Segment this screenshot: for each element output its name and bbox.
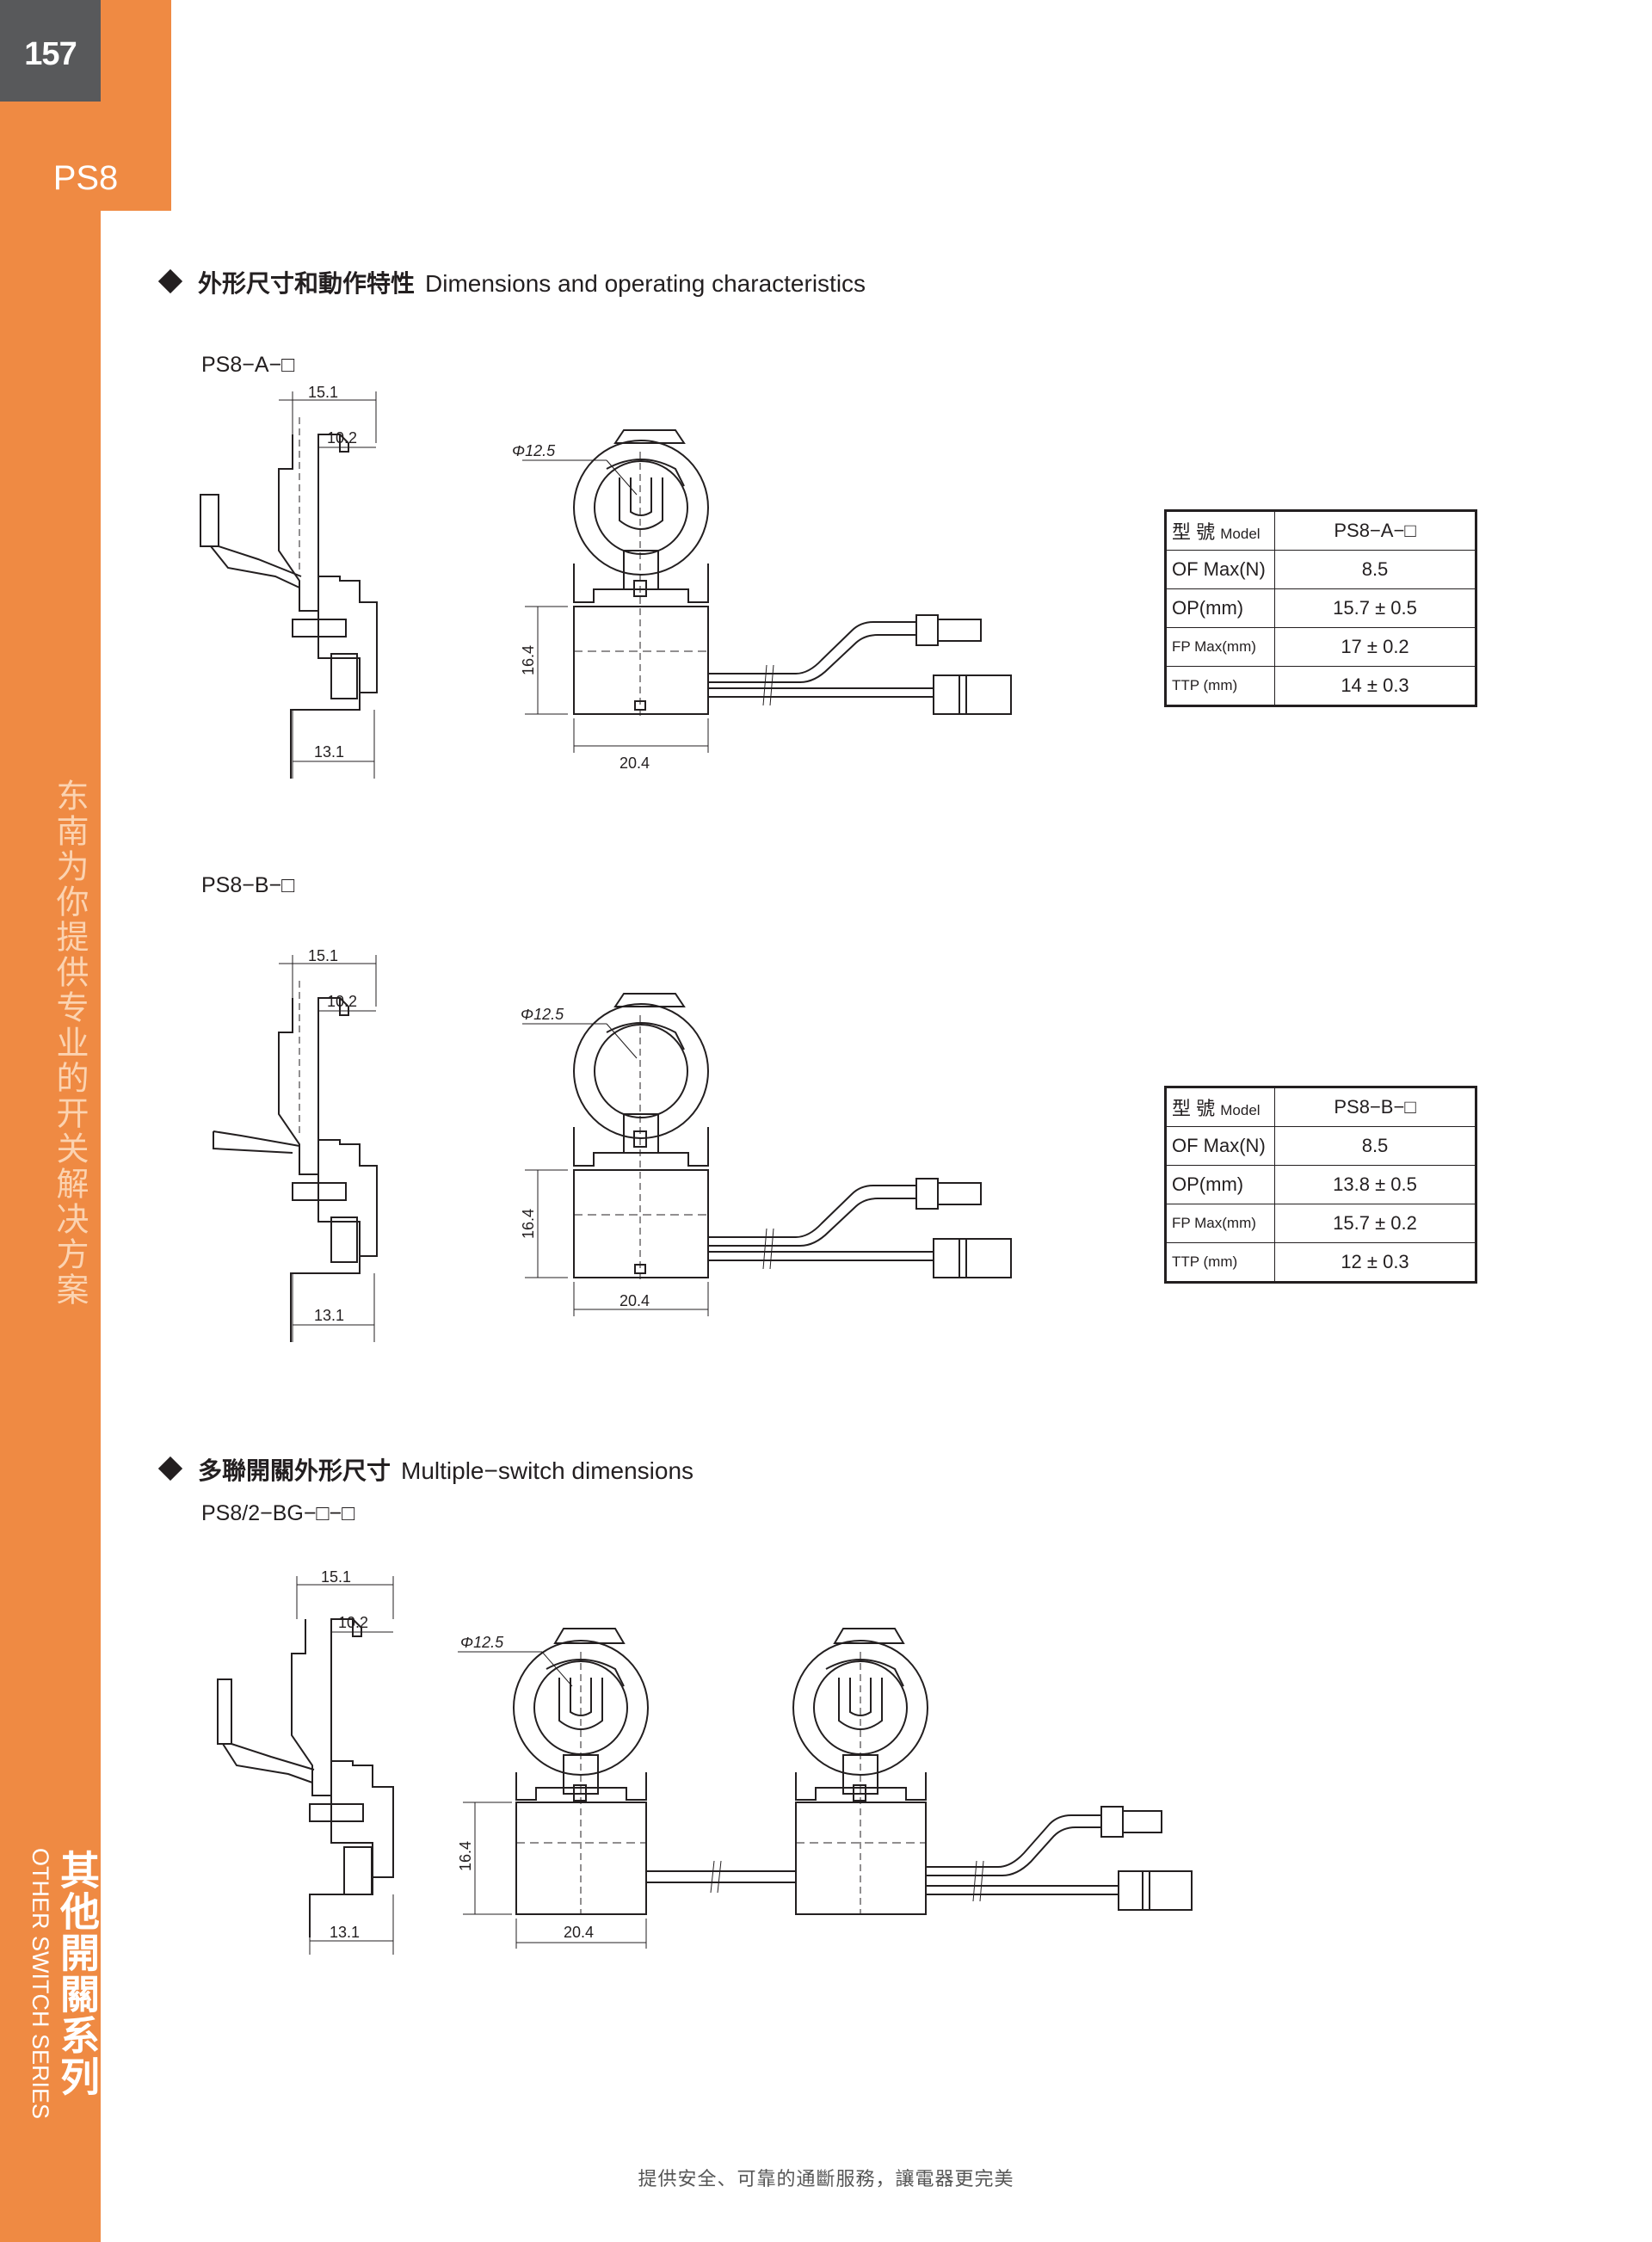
row-value: 15.7 ± 0.5 [1274, 588, 1476, 628]
row-value: 15.7 ± 0.2 [1274, 1204, 1476, 1243]
row-key: OF Max(N) [1165, 550, 1275, 589]
row-value: 17 ± 0.2 [1274, 627, 1476, 667]
dim-body-width: 20.4 [564, 1924, 594, 1941]
front-view-drawing-multi: Φ12.5 16.4 20.4 [457, 1628, 1193, 1949]
model-label-multi: PS8/2−BG−□−□ [201, 1501, 355, 1525]
header-key-en: Model [1220, 1102, 1261, 1118]
spec-table-b: 型 號 Model PS8−B−□ OF Max(N)8.5 OP(mm)13.… [1164, 1086, 1477, 1284]
side-view-drawing-multi: 15.1 10.2 13.1 [217, 1568, 394, 1955]
row-value: 8.5 [1274, 1126, 1476, 1166]
front-view-drawing-b: Φ12.5 16.4 20.4 [520, 993, 1012, 1316]
dim-width-total: 15.1 [308, 947, 338, 964]
dim-height: 16.4 [457, 1841, 474, 1871]
category-title-en: OTHER SWITCH SERIES [28, 1848, 53, 2120]
table-header-row: 型 號 Model PS8−B−□ [1165, 1087, 1476, 1127]
section-title-en: Multiple−switch dimensions [401, 1457, 694, 1484]
dim-width-base: 13.1 [314, 1307, 344, 1324]
row-key: TTP (mm) [1165, 1242, 1275, 1283]
dim-height: 16.4 [520, 645, 537, 675]
dim-diameter: Φ12.5 [512, 442, 556, 459]
dim-body-width: 20.4 [620, 755, 650, 772]
footer-slogan: 提供安全、可靠的通斷服務，讓電器更完美 [638, 2168, 1014, 2190]
table-row: FP Max(mm)17 ± 0.2 [1165, 627, 1476, 667]
section-title-dimensions: 外形尺寸和動作特性 Dimensions and operating charac… [157, 265, 866, 299]
table-header-key: 型 號 Model [1165, 1087, 1275, 1127]
dim-diameter: Φ12.5 [521, 1006, 564, 1023]
row-key: OF Max(N) [1165, 1126, 1275, 1166]
row-key: FP Max(mm) [1165, 1204, 1275, 1243]
side-view-drawing-b: 15.1 10.2 13.1 [213, 947, 378, 1342]
side-accent-bar [0, 0, 101, 2242]
category-title-cn: 其他開關系列 [55, 1850, 100, 2097]
series-code: PS8 [52, 159, 119, 197]
row-value: 8.5 [1274, 550, 1476, 589]
table-row: FP Max(mm)15.7 ± 0.2 [1165, 1204, 1476, 1243]
table-header-key: 型 號 Model [1165, 510, 1275, 551]
header-key-en: Model [1220, 526, 1261, 542]
dim-width-inner: 10.2 [338, 1614, 368, 1631]
dim-width-total: 15.1 [321, 1568, 351, 1586]
section-title-en: Dimensions and operating characteristics [425, 270, 866, 297]
dim-width-inner: 10.2 [327, 993, 357, 1010]
page-number-box [0, 0, 101, 102]
row-key: TTP (mm) [1165, 666, 1275, 706]
side-slogan: 东南为你提供专业的开关解决方案 [51, 779, 87, 1308]
table-row: OF Max(N)8.5 [1165, 1126, 1476, 1166]
model-label-b: PS8−B−□ [201, 873, 295, 897]
table-header-value: PS8−A−□ [1274, 510, 1476, 551]
table-header-row: 型 號 Model PS8−A−□ [1165, 510, 1476, 551]
row-key: OP(mm) [1165, 1165, 1275, 1204]
dim-width-inner: 10.2 [327, 429, 357, 447]
row-value: 13.8 ± 0.5 [1274, 1165, 1476, 1204]
dim-height: 16.4 [520, 1209, 537, 1239]
spec-table-a: 型 號 Model PS8−A−□ OF Max(N)8.5 OP(mm)15.… [1164, 509, 1477, 707]
side-accent-tab [101, 0, 171, 211]
row-key: OP(mm) [1165, 588, 1275, 628]
section-title-cn: 多聯開關外形尺寸 [198, 1457, 391, 1484]
dim-width-total: 15.1 [308, 384, 338, 401]
diamond-bullet-icon [157, 268, 183, 294]
table-header-value: PS8−B−□ [1274, 1087, 1476, 1127]
table-row: TTP (mm)12 ± 0.3 [1165, 1242, 1476, 1283]
section-title-cn: 外形尺寸和動作特性 [198, 270, 416, 297]
header-key-cn: 型 號 [1172, 1098, 1216, 1119]
table-row: OP(mm)15.7 ± 0.5 [1165, 588, 1476, 628]
side-view-drawing-a: 15.1 10.2 13.1 [200, 384, 378, 779]
dim-width-base: 13.1 [330, 1924, 360, 1941]
diamond-bullet-icon [157, 1456, 183, 1481]
dim-body-width: 20.4 [620, 1292, 650, 1309]
row-key: FP Max(mm) [1165, 627, 1275, 667]
model-label-a: PS8−A−□ [201, 353, 295, 377]
table-row: OP(mm)13.8 ± 0.5 [1165, 1165, 1476, 1204]
dim-diameter: Φ12.5 [460, 1634, 504, 1651]
header-key-cn: 型 號 [1172, 521, 1216, 543]
row-value: 12 ± 0.3 [1274, 1242, 1476, 1283]
front-view-drawing-a: Φ12.5 16.4 20.4 [512, 429, 1012, 772]
table-row: TTP (mm)14 ± 0.3 [1165, 666, 1476, 706]
dim-width-base: 13.1 [314, 743, 344, 761]
page-number: 157 [24, 36, 77, 72]
section-title-multiple: 多聯開關外形尺寸 Multiple−switch dimensions [157, 1452, 694, 1487]
row-value: 14 ± 0.3 [1274, 666, 1476, 706]
table-row: OF Max(N)8.5 [1165, 550, 1476, 589]
